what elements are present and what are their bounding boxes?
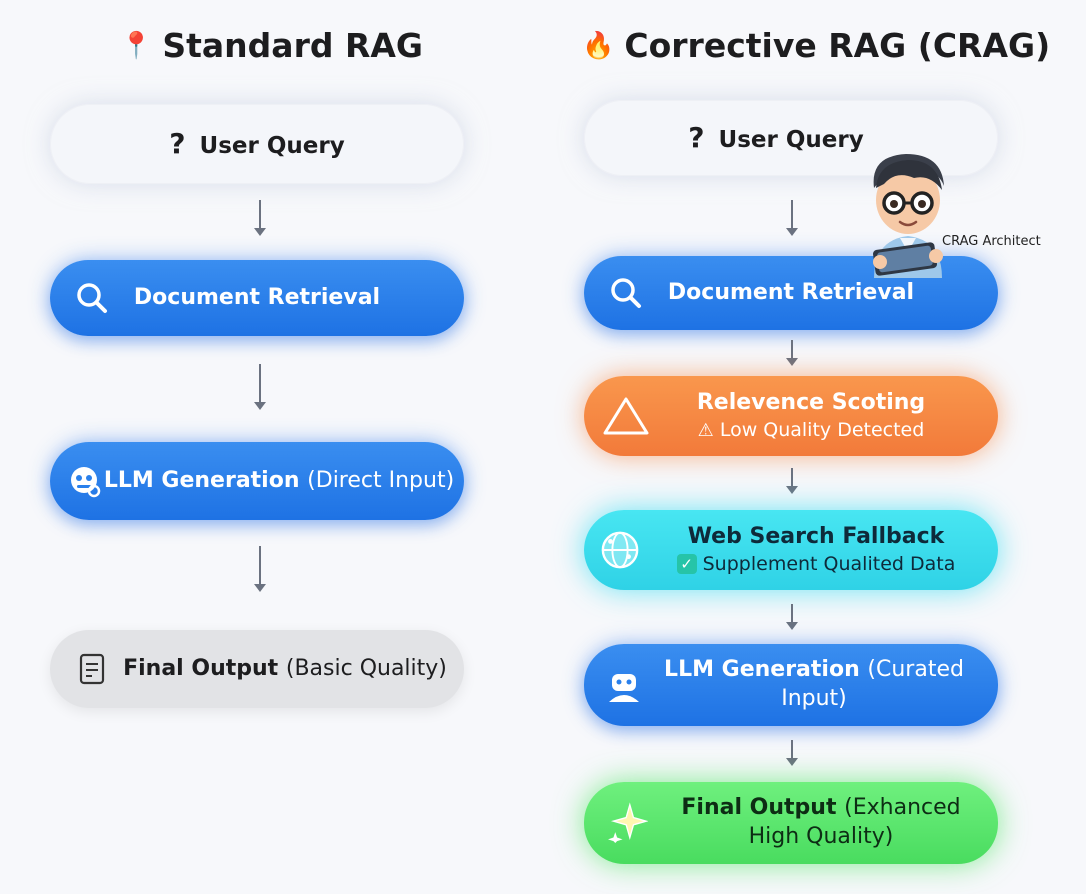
crag-title: 🔥 Corrective RAG (CRAG) [582,26,1051,65]
robot-icon [604,665,644,705]
left-user-query-node: ?User Query [50,104,464,184]
fire-icon: 🔥 [582,30,615,61]
right-arrow-1 [784,200,800,236]
right-arrow-2 [784,340,800,366]
left-document-retrieval-node: Document Retrieval [50,260,464,336]
question-icon: ? [169,126,186,160]
warning-triangle-icon [600,396,652,436]
right-arrow-3 [784,468,800,494]
globe-network-icon [600,530,640,570]
left-arrow-1 [252,200,268,236]
question-icon: ? [688,120,705,154]
standard-rag-title: 📍 Standard RAG [120,26,423,65]
web-search-fallback-node: Web Search Fallback ✓ Supplement Qualite… [584,510,998,590]
warning-icon: ⚠ [697,419,714,441]
search-icon [72,278,112,318]
right-arrow-5 [784,740,800,766]
search-icon [606,273,646,313]
left-arrow-3 [252,546,268,592]
left-llm-generation-node: LLM Generation (Direct Input) [50,442,464,520]
document-icon [72,649,112,689]
left-arrow-2 [252,364,268,410]
right-document-retrieval-node: Document Retrieval [584,256,998,330]
right-arrow-4 [784,604,800,630]
checkbox-icon: ✓ [676,554,697,575]
left-final-output-node: Final Output (Basic Quality) [50,630,464,708]
pin-icon: 📍 [120,30,153,61]
sparkle-icon [608,802,648,843]
right-llm-generation-node: LLM Generation (Curated Input) [584,644,998,726]
avatar-label: CRAG Architect [942,234,1041,249]
robot-face-icon [64,461,104,501]
architect-avatar [860,148,956,278]
relevance-scoring-node: Relevence Scoting ⚠ Low Quality Detected [584,376,998,456]
right-final-output-node: Final Output (Exhanced High Quality) [584,782,998,864]
